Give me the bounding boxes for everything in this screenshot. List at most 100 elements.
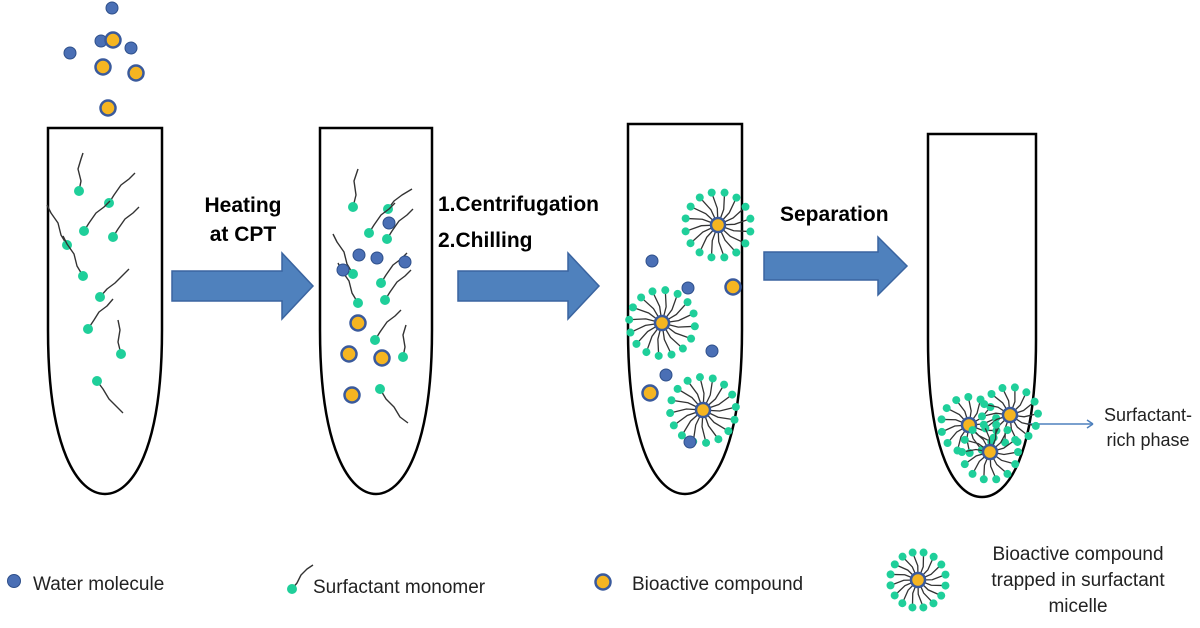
micelle-head (1003, 469, 1012, 478)
micelle-head (1001, 438, 1010, 447)
micelle-head (919, 603, 928, 612)
legend-surfactant-label: Surfactant monomer (313, 577, 486, 598)
micelle-head (979, 420, 988, 429)
surfactant-head (370, 335, 380, 345)
surfactant-tail (87, 298, 114, 330)
micelle-head (1024, 432, 1033, 441)
micelle-head (673, 289, 682, 298)
step-heating-label: Heating at CPT (188, 194, 298, 247)
bioactive-compound (594, 573, 612, 591)
micelle-head (890, 560, 899, 569)
micelle-head (686, 202, 695, 211)
micelle-head (681, 227, 690, 236)
micelle-head (695, 248, 704, 257)
micelle-head (669, 421, 678, 430)
micelle-head (741, 202, 750, 211)
micelle-head (941, 581, 950, 590)
micelle-head (964, 393, 973, 402)
surfactant-tail (117, 319, 122, 355)
water-molecule (705, 344, 719, 358)
micelle-head (992, 420, 1001, 429)
micelle-head (720, 253, 729, 262)
micelle-head (666, 409, 675, 418)
micelle-head (943, 438, 952, 447)
bioactive-compound (349, 314, 367, 332)
micelle-head (960, 435, 969, 444)
surfactant-head (398, 352, 408, 362)
micelle-head (1014, 448, 1022, 456)
legend-micelle-line3: micelle (1048, 596, 1108, 617)
micelle-head (730, 415, 739, 424)
surfactant-tail (291, 564, 314, 590)
micelle-head (987, 389, 996, 398)
water-molecule (336, 263, 350, 277)
annotation-line2: rich phase (1106, 430, 1190, 450)
micelle-head (654, 351, 663, 360)
micelle-head (978, 412, 987, 421)
step-heating-line1: Heating (204, 194, 282, 217)
micelle-head (992, 475, 1001, 484)
bioactive-compound (340, 345, 358, 363)
surfactant-head (348, 269, 358, 279)
surfactant-tail (108, 172, 136, 204)
arrow-centrifugation (457, 251, 601, 321)
micelle-head (689, 309, 698, 318)
micelle-head (648, 287, 657, 296)
arrow-separation (763, 235, 909, 297)
micelle-head (929, 552, 938, 561)
micelle-core (653, 314, 671, 332)
micelle-head (714, 435, 723, 444)
micelle-head (929, 599, 938, 608)
micelle-head (667, 396, 676, 405)
bioactive-compound (94, 58, 112, 76)
step-centrifugation-label: 1.Centrifugation (438, 193, 599, 216)
surfactant-tail (62, 235, 84, 277)
micelle-head (632, 339, 641, 348)
micelle-head (690, 322, 699, 331)
micelle-head (989, 433, 998, 442)
micelle-head (732, 248, 741, 257)
legend-micelle-line1: Bioactive compound (992, 544, 1164, 565)
surfactant-rich-phase-label: Surfactant- rich phase (1098, 404, 1198, 451)
surfactant-tail (368, 202, 396, 234)
micelle-head (678, 344, 687, 353)
annotation-pointer-head (1086, 419, 1094, 429)
water-molecule (398, 255, 412, 269)
surfactant-head (108, 232, 118, 242)
surfactant-head (95, 292, 105, 302)
micelle-head (908, 548, 917, 557)
surfactant-head (78, 271, 88, 281)
micelle-core (1001, 406, 1019, 424)
step-separation-label: Separation (780, 203, 889, 226)
arrow-heating (171, 251, 315, 321)
micelle-head (886, 570, 895, 579)
water-molecule (63, 46, 77, 60)
tube-1 (46, 126, 164, 496)
micelle-head (677, 431, 686, 440)
surfactant-tail (386, 208, 414, 240)
water-molecule (7, 574, 21, 588)
micelle-head (695, 193, 704, 202)
micelle-head (979, 475, 988, 484)
micelle-head (890, 591, 899, 600)
micelle-head (908, 603, 917, 612)
legend-bioactive-label: Bioactive compound (632, 574, 804, 595)
bioactive-compound (104, 31, 122, 49)
micelle-head (1031, 421, 1040, 430)
micelle-head (898, 599, 907, 608)
micelle-head (707, 188, 716, 197)
surfactant-tail (96, 380, 124, 414)
micelle-head (958, 448, 966, 456)
surfactant-head (353, 298, 363, 308)
micelle-head (707, 253, 716, 262)
micelle-head (937, 560, 946, 569)
micelle-head (642, 348, 651, 357)
surfactant-head (74, 186, 84, 196)
micelle-head (625, 315, 634, 324)
micelle-head (1010, 383, 1019, 392)
micelle-head (898, 552, 907, 561)
micelle-head (683, 376, 692, 385)
bioactive-compound (99, 99, 117, 117)
